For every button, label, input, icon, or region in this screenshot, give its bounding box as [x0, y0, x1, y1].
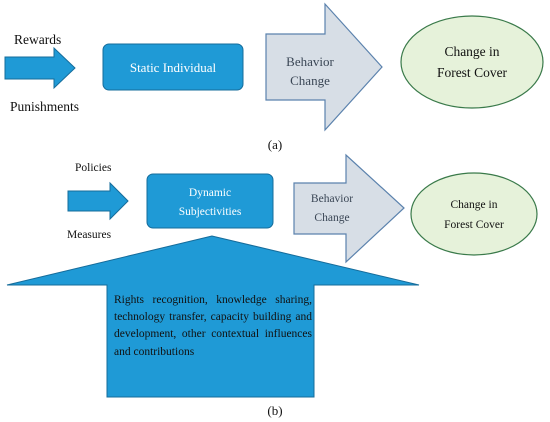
forest-cover-line1-b: Change in — [451, 199, 498, 211]
behavior-change-arrow-a — [265, 2, 383, 132]
caption-a: (a) — [268, 137, 282, 152]
change-label-b: Change — [314, 212, 349, 224]
dynamic-subjectivities-box — [146, 173, 274, 229]
input-arrow-a — [4, 46, 76, 90]
static-individual-label: Static Individual — [130, 60, 217, 75]
forest-cover-line2-b: Forest Cover — [444, 219, 504, 231]
forest-cover-line2-a: Forest Cover — [437, 65, 508, 80]
behavior-label-a: Behavior — [286, 54, 334, 69]
behavior-change-arrow-b — [293, 153, 405, 264]
contextual-influences-text: Rights recognition, knowledge sharing, t… — [114, 294, 312, 358]
change-label-a: Change — [290, 73, 330, 88]
dynamic-label: Dynamic — [189, 187, 231, 199]
forest-cover-ellipse-a — [400, 15, 544, 109]
forest-cover-ellipse-b — [410, 172, 538, 256]
subjectivities-label: Subjectivities — [179, 206, 242, 218]
rewards-label: Rewards — [14, 32, 61, 47]
measures-label: Measures — [67, 229, 112, 241]
input-arrow-b — [67, 181, 129, 221]
policies-label: Policies — [75, 162, 112, 174]
panel-b: Policies Measures Dynamic Subjectivities… — [6, 153, 538, 418]
caption-b: (b) — [267, 403, 282, 418]
punishments-label: Punishments — [10, 99, 79, 114]
static-individual-box — [102, 43, 244, 91]
forest-cover-line1-a: Change in — [444, 44, 499, 59]
panel-a: Rewards Punishments Static Individual Be… — [4, 2, 544, 152]
contextual-influences-arrow — [6, 235, 420, 398]
behavior-label-b: Behavior — [311, 193, 353, 205]
